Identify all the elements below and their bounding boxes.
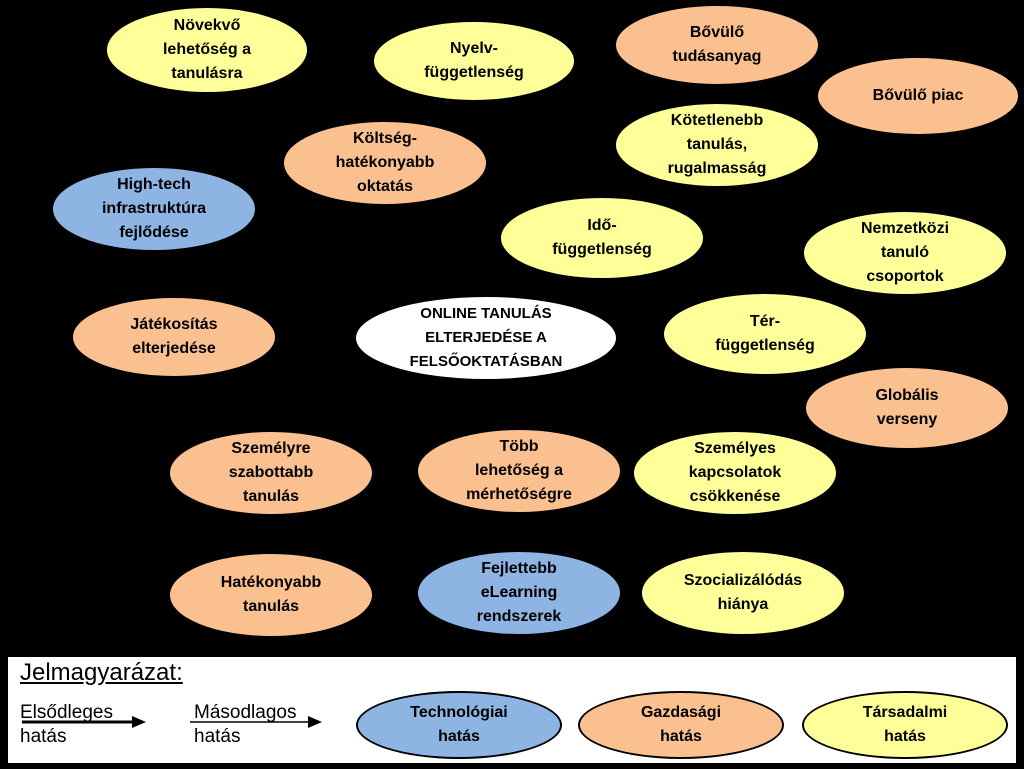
legend-box: Jelmagyarázat: Elsődleges hatás Másodlag… xyxy=(6,655,1018,765)
node-label: Bővülő tudásanyag xyxy=(672,24,762,65)
node-nemzetkozi-csoportok: Nemzetközi tanuló csoportok xyxy=(802,210,1008,296)
node-hightech-infrastruktura: High-tech infrastruktúra fejlődése xyxy=(51,166,257,252)
node-label: ONLINE TANULÁS ELTERJEDÉSE A FELSŐOKTATÁ… xyxy=(409,305,563,370)
node-label: Személyes kapcsolatok csökkenése xyxy=(688,440,782,505)
node-center-online-tanulas: ONLINE TANULÁS ELTERJEDÉSE A FELSŐOKTATÁ… xyxy=(354,295,618,381)
node-terfuggetlenseg: Tér- függetlenség xyxy=(662,292,868,376)
node-label: Szocializálódás hiánya xyxy=(683,572,803,613)
node-label: Hatékonyabb tanulás xyxy=(220,574,322,615)
node-nyelvfuggetlenseg: Nyelv- függetlenség xyxy=(372,20,576,102)
node-label: Személyre szabottabb tanulás xyxy=(228,440,314,505)
node-tobb-lehetoseg-merhetoseg: Több lehetőség a mérhetőségre xyxy=(416,428,622,514)
node-label: Költség- hatékonyabb oktatás xyxy=(335,130,435,195)
node-label: Nyelv- függetlenség xyxy=(424,40,524,81)
node-label: Növekvő lehetőség a tanulásra xyxy=(162,17,252,82)
node-label: Kötetlenebb tanulás, rugalmasság xyxy=(667,112,767,177)
node-label: Játékosítás elterjedése xyxy=(130,316,218,357)
node-bovulo-tudasanyag: Bővülő tudásanyag xyxy=(614,4,820,86)
node-kotetlenebb-tanulas: Kötetlenebb tanulás, rugalmasság xyxy=(614,102,820,188)
node-label: Nemzetközi tanuló csoportok xyxy=(860,220,950,285)
legend-tech-label: Technológiai hatás xyxy=(410,704,508,745)
node-label: Több lehetőség a mérhetőségre xyxy=(466,438,572,503)
node-label: Fejlettebb eLearning rendszerek xyxy=(476,560,562,625)
legend-secondary-label: Másodlagos hatás xyxy=(194,702,297,747)
legend-title: Jelmagyarázat: xyxy=(20,659,183,686)
legend-econ-label: Gazdasági hatás xyxy=(640,704,722,745)
node-globalis-verseny: Globális verseny xyxy=(804,366,1010,450)
node-idofuggetlenseg: Idő- függetlenség xyxy=(499,196,705,280)
node-bovulo-piac: Bővülő piac xyxy=(816,56,1020,136)
legend-social: Társadalmi hatás xyxy=(802,691,1008,759)
node-szemelyre-szabottabb: Személyre szabottabb tanulás xyxy=(168,430,374,516)
node-label: Bővülő piac xyxy=(872,87,964,104)
node-hatekonyabb-tanulas: Hatékonyabb tanulás xyxy=(168,552,374,638)
legend-primary-label: Elsődleges hatás xyxy=(20,702,113,747)
node-jatekositas: Játékosítás elterjedése xyxy=(71,296,277,378)
node-koltseghatekonyabb: Költség- hatékonyabb oktatás xyxy=(282,120,488,206)
secondary-arrow-icon xyxy=(190,716,322,728)
node-novekvo-lehetoseg: Növekvő lehetőség a tanulásra xyxy=(105,6,309,94)
legend-soc-label: Társadalmi hatás xyxy=(862,704,948,745)
node-label: Globális verseny xyxy=(875,387,939,428)
legend-technology: Technológiai hatás xyxy=(356,691,562,759)
primary-arrow-icon xyxy=(22,716,146,728)
node-fejlettebb-elearning: Fejlettebb eLearning rendszerek xyxy=(416,550,622,636)
node-label: Idő- függetlenség xyxy=(552,217,652,258)
node-szocializalodas-hianya: Szocializálódás hiánya xyxy=(640,550,846,636)
node-label: Tér- függetlenség xyxy=(715,313,815,354)
node-label: High-tech infrastruktúra fejlődése xyxy=(101,176,207,241)
node-szemelyes-kapcsolatok: Személyes kapcsolatok csökkenése xyxy=(632,430,838,516)
legend-economic: Gazdasági hatás xyxy=(578,691,784,759)
